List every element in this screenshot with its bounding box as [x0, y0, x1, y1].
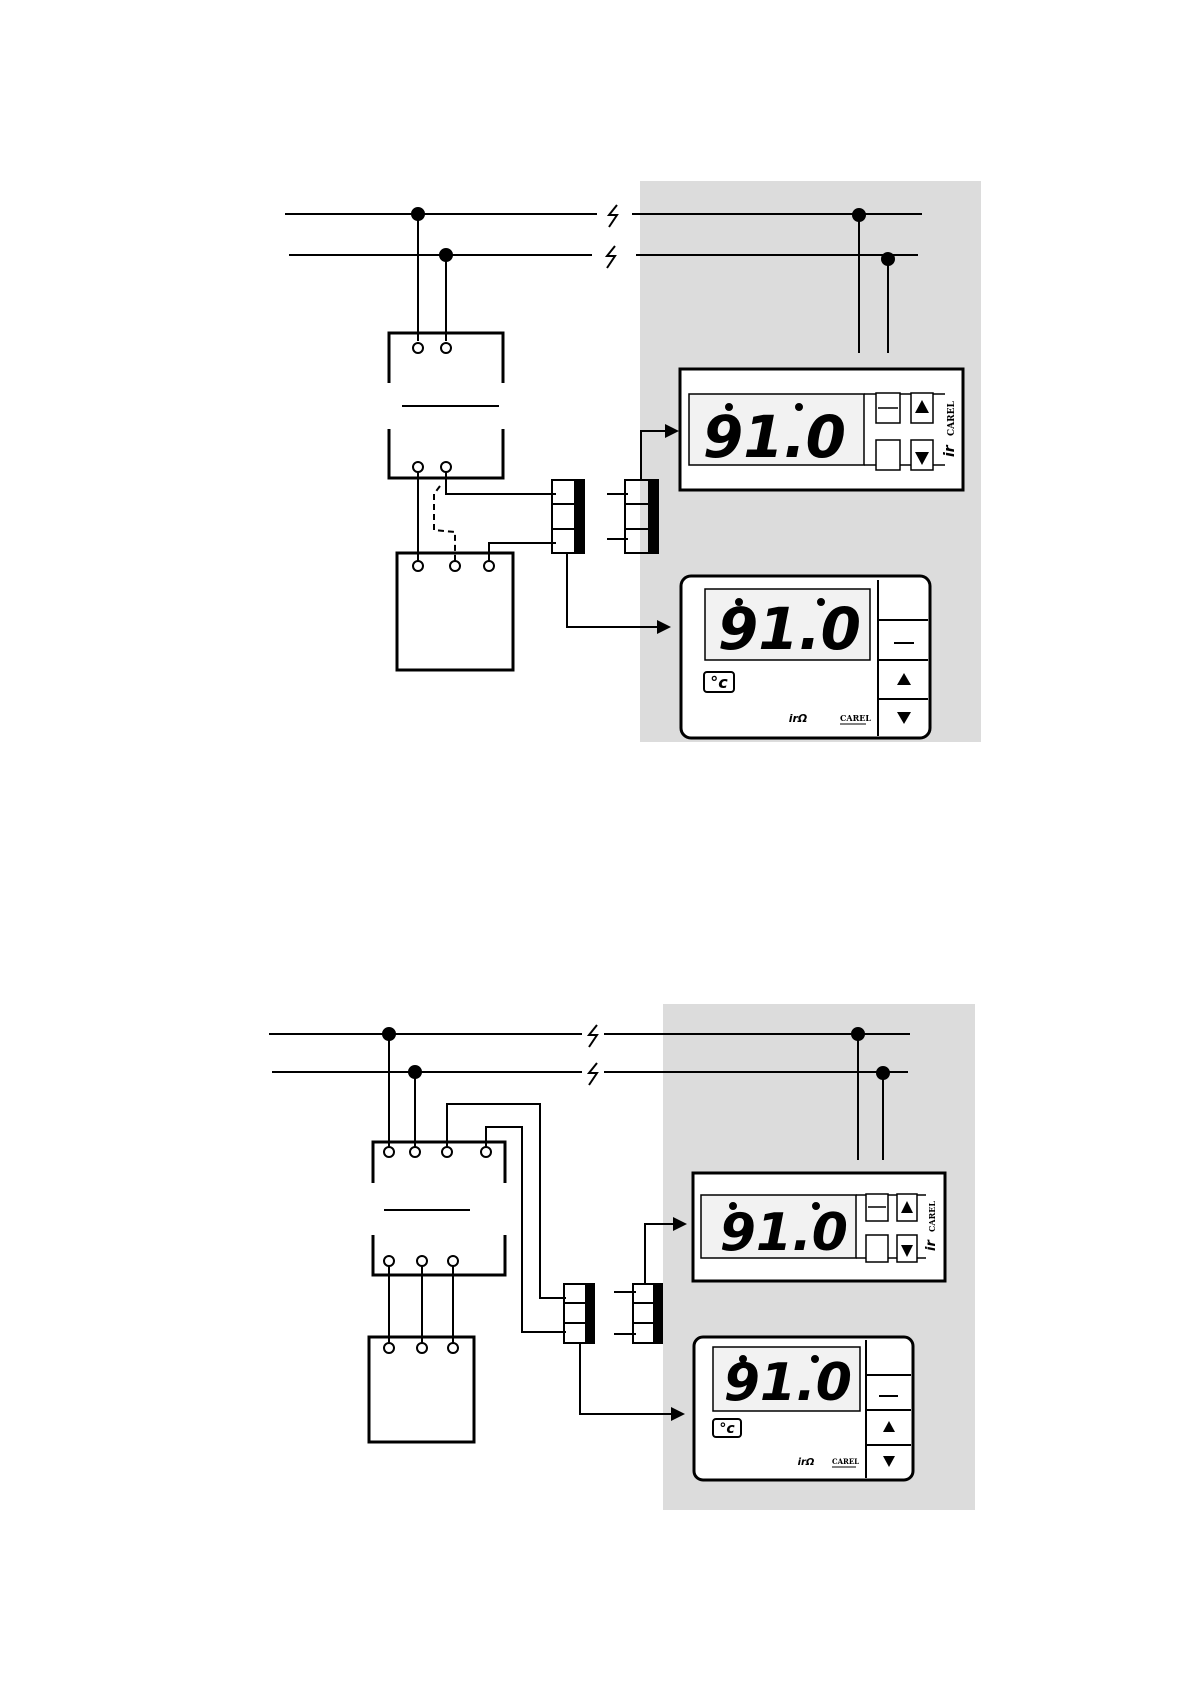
terminal-block-left — [552, 480, 584, 553]
brand-label: CAREL — [832, 1457, 859, 1466]
controller-compact: 91.0 °c irΩ CAREL — [694, 1337, 913, 1480]
terminal-block-left — [564, 1284, 594, 1343]
display-readout: 91.0 — [703, 403, 846, 471]
terminal-block-right — [633, 1284, 662, 1343]
display-readout: 91.0 — [718, 595, 861, 663]
transformer — [373, 1142, 505, 1275]
display-readout: 91.0 — [724, 1353, 852, 1413]
controller-panel: 91.0 CAREL ir — [680, 369, 963, 490]
prg-button[interactable] — [876, 440, 900, 470]
line-break-icon — [589, 1063, 597, 1085]
diagram-bottom: 91.0 CAREL ir 91.0 — [269, 1004, 975, 1510]
controller-compact: 91.0 °c irΩ CAREL — [681, 576, 930, 738]
unit-label: °c — [719, 1421, 735, 1437]
brand-label: CAREL — [840, 713, 871, 723]
diagram-top: 91.0 CAREL ir 91.0 — [285, 181, 981, 742]
line-break-icon — [609, 205, 617, 227]
logo-label: irΩ — [798, 1457, 815, 1468]
logo-label: irΩ — [789, 712, 808, 725]
logo-label: ir — [942, 444, 958, 457]
transformer — [389, 333, 503, 478]
prg-button[interactable] — [866, 1235, 888, 1262]
controller-panel: 91.0 CAREL ir — [693, 1173, 945, 1281]
unit-label: °c — [710, 673, 728, 692]
line-break-icon — [607, 246, 615, 268]
brand-label: CAREL — [927, 1201, 937, 1232]
brand-label: CAREL — [947, 401, 957, 436]
display-readout: 91.0 — [720, 1203, 848, 1263]
logo-label: ir — [924, 1239, 939, 1251]
line-break-icon — [589, 1025, 597, 1047]
